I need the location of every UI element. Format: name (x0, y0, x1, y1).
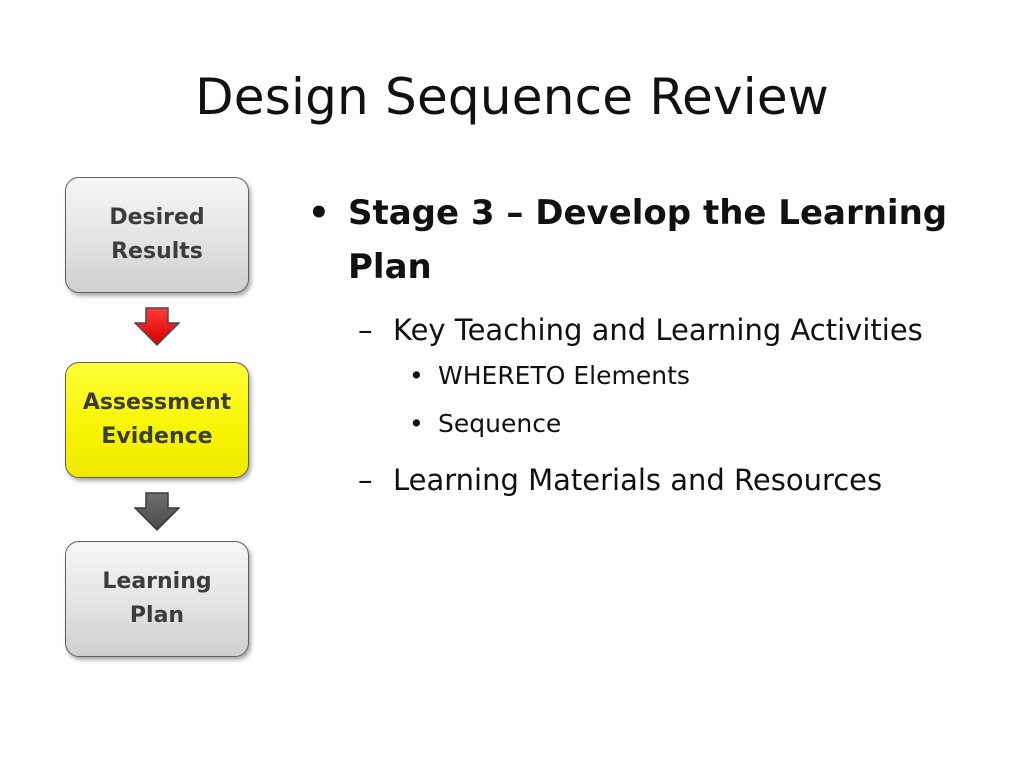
sub-bullet-text: Key Teaching and Learning Activities (393, 313, 923, 347)
sub-bullet-key-activities: – Key Teaching and Learning Activities (302, 306, 1002, 354)
dash-marker: – (358, 463, 373, 497)
sub-sub-bullet-text: WHERETO Elements (438, 361, 690, 390)
bullet-stage-3: • Stage 3 – Develop the Learning Plan (302, 186, 1002, 294)
sub-sub-bullet-sequence: • Sequence (302, 406, 1002, 442)
desired-results-box: Desired Results (65, 177, 249, 293)
bullet-text: Stage 3 – Develop the Learning Plan (348, 193, 948, 287)
bullet-marker: • (308, 193, 330, 233)
slide-title: Design Sequence Review (195, 68, 829, 126)
sub-bullet-materials: – Learning Materials and Resources (302, 456, 1002, 504)
bullet-list: • Stage 3 – Develop the Learning Plan – … (302, 186, 1002, 504)
bullet-marker: • (409, 409, 424, 438)
bullet-marker: • (409, 361, 424, 390)
sub-bullet-text: Learning Materials and Resources (393, 463, 883, 497)
down-arrow-icon (134, 307, 180, 347)
sub-sub-bullet-text: Sequence (438, 409, 562, 438)
sub-sub-bullet-whereto: • WHERETO Elements (302, 358, 1002, 394)
dash-marker: – (358, 313, 373, 347)
assessment-evidence-box: Assessment Evidence (65, 362, 249, 478)
learning-plan-box: Learning Plan (65, 541, 249, 657)
down-arrow-icon (134, 492, 180, 532)
